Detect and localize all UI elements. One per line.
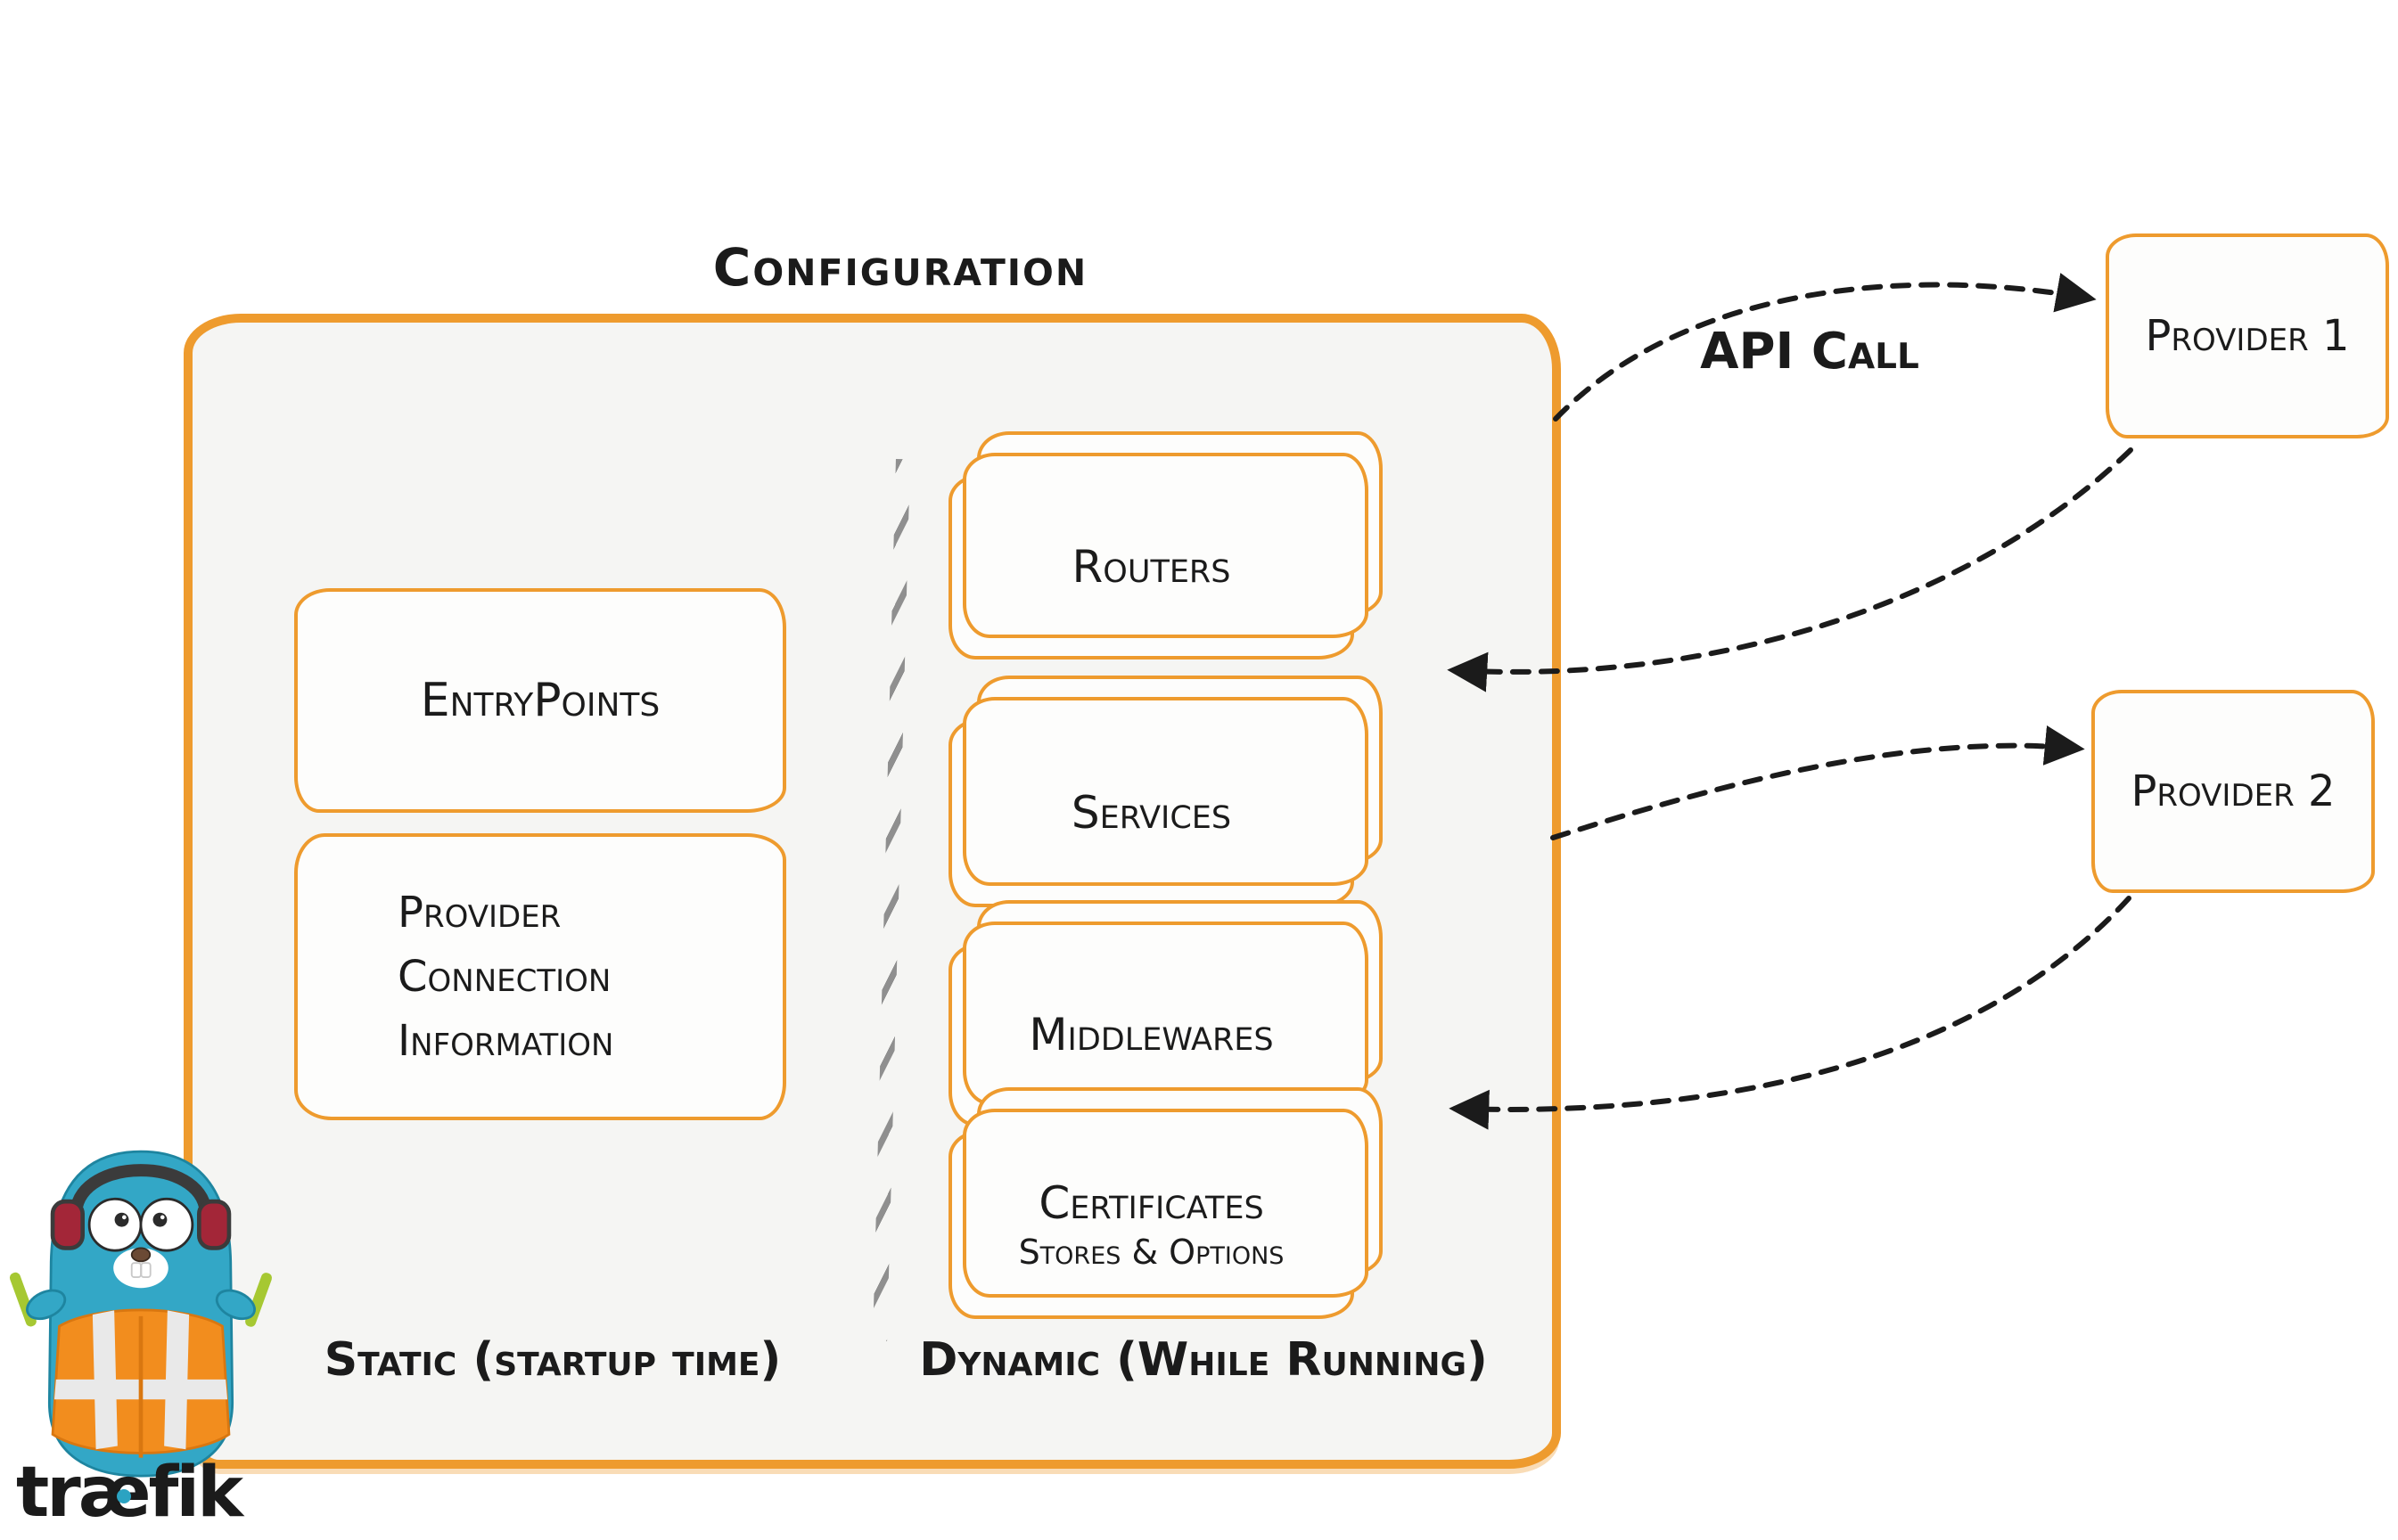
- api-call-label: API Call: [1700, 323, 1919, 381]
- certificates-label: Certificates: [1039, 1177, 1264, 1229]
- certificates-card: Certificates Stores & Options: [949, 1130, 1354, 1319]
- provider-info-line: Information: [398, 1016, 614, 1066]
- dynamic-section-caption: Dynamic (While Running): [919, 1333, 1488, 1387]
- provider-1-node: Provider 1: [2106, 233, 2389, 438]
- services-card: Services: [949, 718, 1354, 907]
- certificates-sublabel: Stores & Options: [1018, 1233, 1285, 1272]
- entrypoints-label: EntryPoints: [420, 674, 661, 727]
- middlewares-label: Middlewares: [1029, 1009, 1274, 1061]
- services-label: Services: [1071, 787, 1232, 839]
- diagram-title: Configuration: [712, 237, 1088, 298]
- provider-connection-info-box: Provider Connection Information: [294, 833, 786, 1120]
- routers-label: Routers: [1072, 541, 1231, 593]
- provider-info-line: Provider: [398, 888, 562, 938]
- config-to-provider2-arrow: [1550, 725, 2085, 840]
- routers-card: Routers: [949, 474, 1354, 659]
- entrypoints-box: EntryPoints: [294, 588, 786, 813]
- wordmark-ae-dot: [117, 1489, 131, 1503]
- provider-1-label: Provider 1: [2145, 311, 2350, 361]
- provider-info-line: Connection: [398, 952, 612, 1002]
- provider-2-node: Provider 2: [2091, 690, 2375, 893]
- static-section-caption: Static (startup time): [324, 1333, 782, 1387]
- traefik-gopher-mascot: [7, 1128, 275, 1478]
- provider-2-label: Provider 2: [2131, 766, 2336, 816]
